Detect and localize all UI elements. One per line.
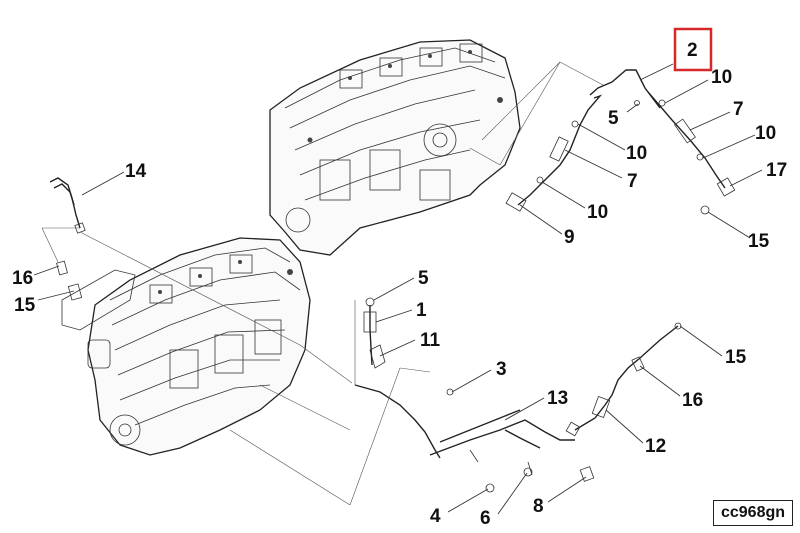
part-14-pipe [49,177,136,331]
part-2-pipe-assembly [505,69,736,215]
upper-engine-block [269,39,521,256]
callout-7[interactable]: 7 [733,99,744,120]
leader-lines [33,63,763,515]
callout-10[interactable]: 10 [755,123,776,144]
callout-2[interactable]: 2 [687,40,698,61]
reference-lines [41,61,604,506]
callout-16[interactable]: 16 [12,268,33,289]
callout-13[interactable]: 13 [547,388,568,409]
callout-5[interactable]: 5 [418,268,429,289]
highlight-box [673,27,713,72]
lower-pipe-assembly [354,297,682,493]
callout-9[interactable]: 9 [564,227,575,248]
callout-7[interactable]: 7 [627,171,638,192]
figure-code-label: cc968gn [713,500,793,526]
callout-16[interactable]: 16 [682,390,703,411]
callout-6[interactable]: 6 [480,508,491,529]
callout-3[interactable]: 3 [496,359,507,380]
callout-8[interactable]: 8 [533,496,544,517]
callout-12[interactable]: 12 [645,436,666,457]
lower-engine-block [87,237,311,456]
callout-17[interactable]: 17 [766,160,787,181]
callout-15[interactable]: 15 [725,347,747,368]
callout-10[interactable]: 10 [587,202,608,223]
callout-1[interactable]: 1 [416,300,427,321]
callout-4[interactable]: 4 [430,506,441,527]
callout-15[interactable]: 15 [748,231,770,252]
callout-5[interactable]: 5 [608,108,619,129]
callout-14[interactable]: 14 [125,161,147,182]
callout-10[interactable]: 10 [711,67,732,88]
callout-15[interactable]: 15 [14,295,36,316]
callout-10[interactable]: 10 [626,143,647,164]
callout-11[interactable]: 11 [420,330,441,351]
